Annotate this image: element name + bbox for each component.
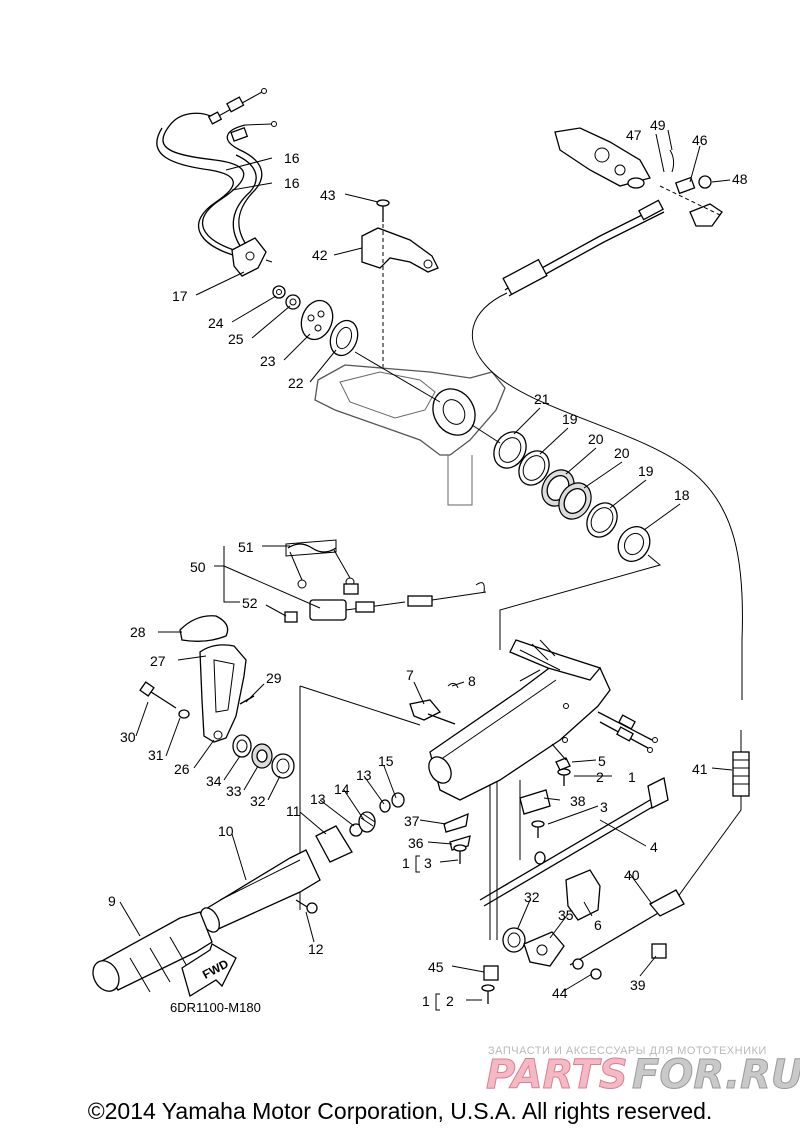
callout-15: 15 xyxy=(378,753,394,769)
cable-fittings xyxy=(272,285,359,357)
callout-2b: 2 xyxy=(446,993,454,1009)
callout-23: 23 xyxy=(260,353,276,369)
callout-16b: 16 xyxy=(284,175,300,191)
handle-lever-group xyxy=(139,615,295,779)
callout-9: 9 xyxy=(108,893,116,909)
callout-7: 7 xyxy=(406,667,414,683)
callout-13a: 13 xyxy=(356,767,372,783)
callout-20b: 20 xyxy=(614,445,630,461)
callout-30: 30 xyxy=(120,729,136,745)
callout-2a: 2 xyxy=(596,769,604,785)
steering-bracket xyxy=(314,351,506,506)
callout-39: 39 xyxy=(630,977,646,993)
callout-51: 51 xyxy=(238,539,254,555)
callout-34: 34 xyxy=(206,773,222,789)
callout-50: 50 xyxy=(190,559,206,575)
exploded-view-drawing: FWD xyxy=(92,88,800,1095)
callout-28: 28 xyxy=(130,624,146,640)
callout-49: 49 xyxy=(650,117,666,133)
callout-52: 52 xyxy=(242,595,258,611)
callout-41: 41 xyxy=(692,761,708,777)
callout-29: 29 xyxy=(266,670,282,686)
callout-38: 38 xyxy=(570,793,586,809)
copyright-footer: ©2014 Yamaha Motor Corporation, U.S.A. A… xyxy=(87,1098,713,1124)
callout-1c: 1 xyxy=(422,993,430,1009)
callout-14: 14 xyxy=(334,781,350,797)
fwd-arrow-icon: FWD xyxy=(181,943,237,998)
friction-knob xyxy=(409,682,459,725)
callout-42: 42 xyxy=(312,247,328,263)
callout-19b: 19 xyxy=(638,463,654,479)
part-callouts: 16 16 17 24 25 23 22 43 42 47 49 46 48 2… xyxy=(108,117,748,1015)
callout-32b: 32 xyxy=(524,889,540,905)
throttle-grip-assembly xyxy=(92,825,353,993)
callout-6: 6 xyxy=(594,917,602,933)
callout-24: 24 xyxy=(208,315,224,331)
callout-47: 47 xyxy=(626,127,642,143)
group-brackets xyxy=(415,855,440,1011)
callout-1a: 1 xyxy=(402,855,410,871)
shift-link-assembly xyxy=(443,757,685,1004)
callout-25: 25 xyxy=(228,331,244,347)
callout-10: 10 xyxy=(218,823,234,839)
callout-46: 46 xyxy=(692,132,708,148)
callout-3a: 3 xyxy=(424,855,432,871)
drawing-code: 6DR1100-M180 xyxy=(170,1000,261,1015)
watermark: ЗАПЧАСТИ И АКСЕССУАРЫ ДЛЯ МОТОТЕХНИКИ PA… xyxy=(486,1045,800,1095)
callout-33: 33 xyxy=(226,783,242,799)
callout-35: 35 xyxy=(558,907,574,923)
leader-lines xyxy=(119,129,733,1001)
throttle-shaft-parts xyxy=(349,792,405,837)
callout-22: 22 xyxy=(288,375,304,391)
callout-45: 45 xyxy=(428,959,444,975)
callout-32a: 32 xyxy=(250,793,266,809)
washer-stack xyxy=(471,424,651,562)
callout-20a: 20 xyxy=(588,431,604,447)
callout-36: 36 xyxy=(408,835,424,851)
callout-18: 18 xyxy=(674,487,690,503)
remote-cable-end xyxy=(472,127,750,906)
callout-21: 21 xyxy=(534,391,550,407)
callout-31: 31 xyxy=(148,747,164,763)
callout-16a: 16 xyxy=(284,150,300,166)
callout-1b: 1 xyxy=(628,769,636,785)
stop-switch xyxy=(284,539,487,623)
watermark-brand-right: FOR.RU xyxy=(632,1052,800,1095)
callout-17: 17 xyxy=(172,288,188,304)
callout-27: 27 xyxy=(150,653,166,669)
tiller-handle-bracket xyxy=(428,639,658,801)
watermark-brand-left: PARTS xyxy=(486,1052,628,1095)
callout-48: 48 xyxy=(732,171,748,187)
throttle-cables xyxy=(156,88,277,277)
callout-37: 37 xyxy=(404,813,420,829)
callout-3b: 3 xyxy=(600,799,608,815)
callout-44: 44 xyxy=(552,985,568,1001)
callout-5: 5 xyxy=(598,753,606,769)
callout-4: 4 xyxy=(650,839,658,855)
callout-40: 40 xyxy=(624,867,640,883)
callout-8: 8 xyxy=(468,673,476,689)
callout-43: 43 xyxy=(320,187,336,203)
callout-13b: 13 xyxy=(310,791,326,807)
callout-26: 26 xyxy=(174,761,190,777)
watermark-tagline: ЗАПЧАСТИ И АКСЕССУАРЫ ДЛЯ МОТОТЕХНИКИ xyxy=(488,1045,767,1057)
callout-12: 12 xyxy=(308,941,324,957)
callout-11: 11 xyxy=(286,803,301,819)
callout-19a: 19 xyxy=(562,411,578,427)
